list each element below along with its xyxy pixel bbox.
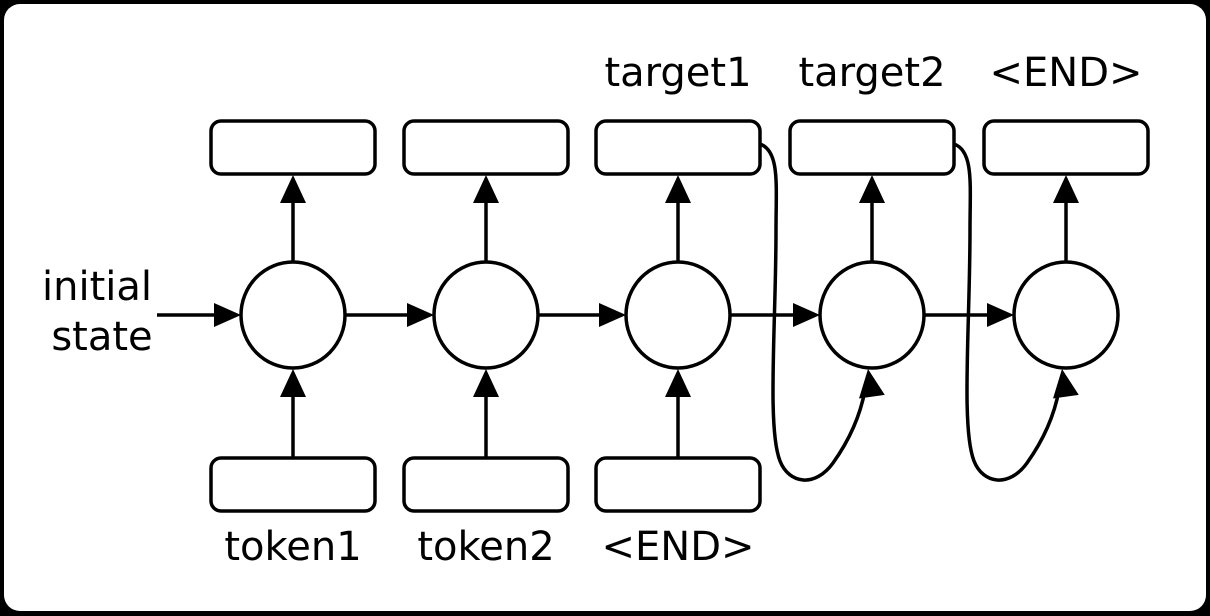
feedback-output3-to-cell4-arrowhead (859, 369, 885, 399)
rnn-cell-5 (1012, 260, 1120, 370)
input-label-end: <END> (601, 524, 754, 570)
feedback-output3-to-cell4-curve (759, 142, 867, 482)
feedback-output4-to-cell5-arrowhead (1053, 369, 1079, 399)
initial-state-label-line1: initial (42, 264, 152, 310)
rnn-cell-1 (239, 260, 347, 370)
cell2-to-output2-arrowhead (473, 175, 499, 203)
input-box-3 (594, 456, 762, 513)
output-box-5 (982, 119, 1150, 176)
input1-to-cell1-arrowhead (280, 369, 306, 397)
input2-to-cell2-arrowhead (473, 369, 499, 397)
input-label-token2: token2 (417, 524, 554, 570)
initial-state-arrowhead (214, 303, 241, 327)
rnn-cell-4 (818, 260, 926, 370)
cell3-to-output3-arrowhead (665, 175, 691, 203)
cell3-to-cell4-arrowhead (793, 303, 820, 327)
rnn-cell-3 (624, 260, 732, 370)
output-box-4 (788, 119, 956, 176)
input-label-token1: token1 (224, 524, 361, 570)
output-label-target2: target2 (798, 50, 945, 96)
output-box-1 (209, 119, 377, 176)
input-box-1 (209, 456, 377, 513)
output-label-end: <END> (989, 50, 1142, 96)
cell5-to-output5-arrowhead (1053, 175, 1079, 203)
initial-state-label-line2: state (51, 314, 152, 360)
cell1-to-cell2-arrowhead (407, 303, 434, 327)
cell1-to-output1-arrowhead (280, 175, 306, 203)
output-box-3 (594, 119, 762, 176)
cell2-to-cell3-arrowhead (599, 303, 626, 327)
feedback-output4-to-cell5-curve (953, 142, 1061, 482)
cell4-to-cell5-arrowhead (987, 303, 1014, 327)
rnn-cell-2 (432, 260, 540, 370)
input3-to-cell3-arrowhead (665, 369, 691, 397)
cell4-to-output4-arrowhead (859, 175, 885, 203)
output-label-target1: target1 (604, 50, 751, 96)
output-box-2 (402, 119, 570, 176)
input-box-2 (402, 456, 570, 513)
